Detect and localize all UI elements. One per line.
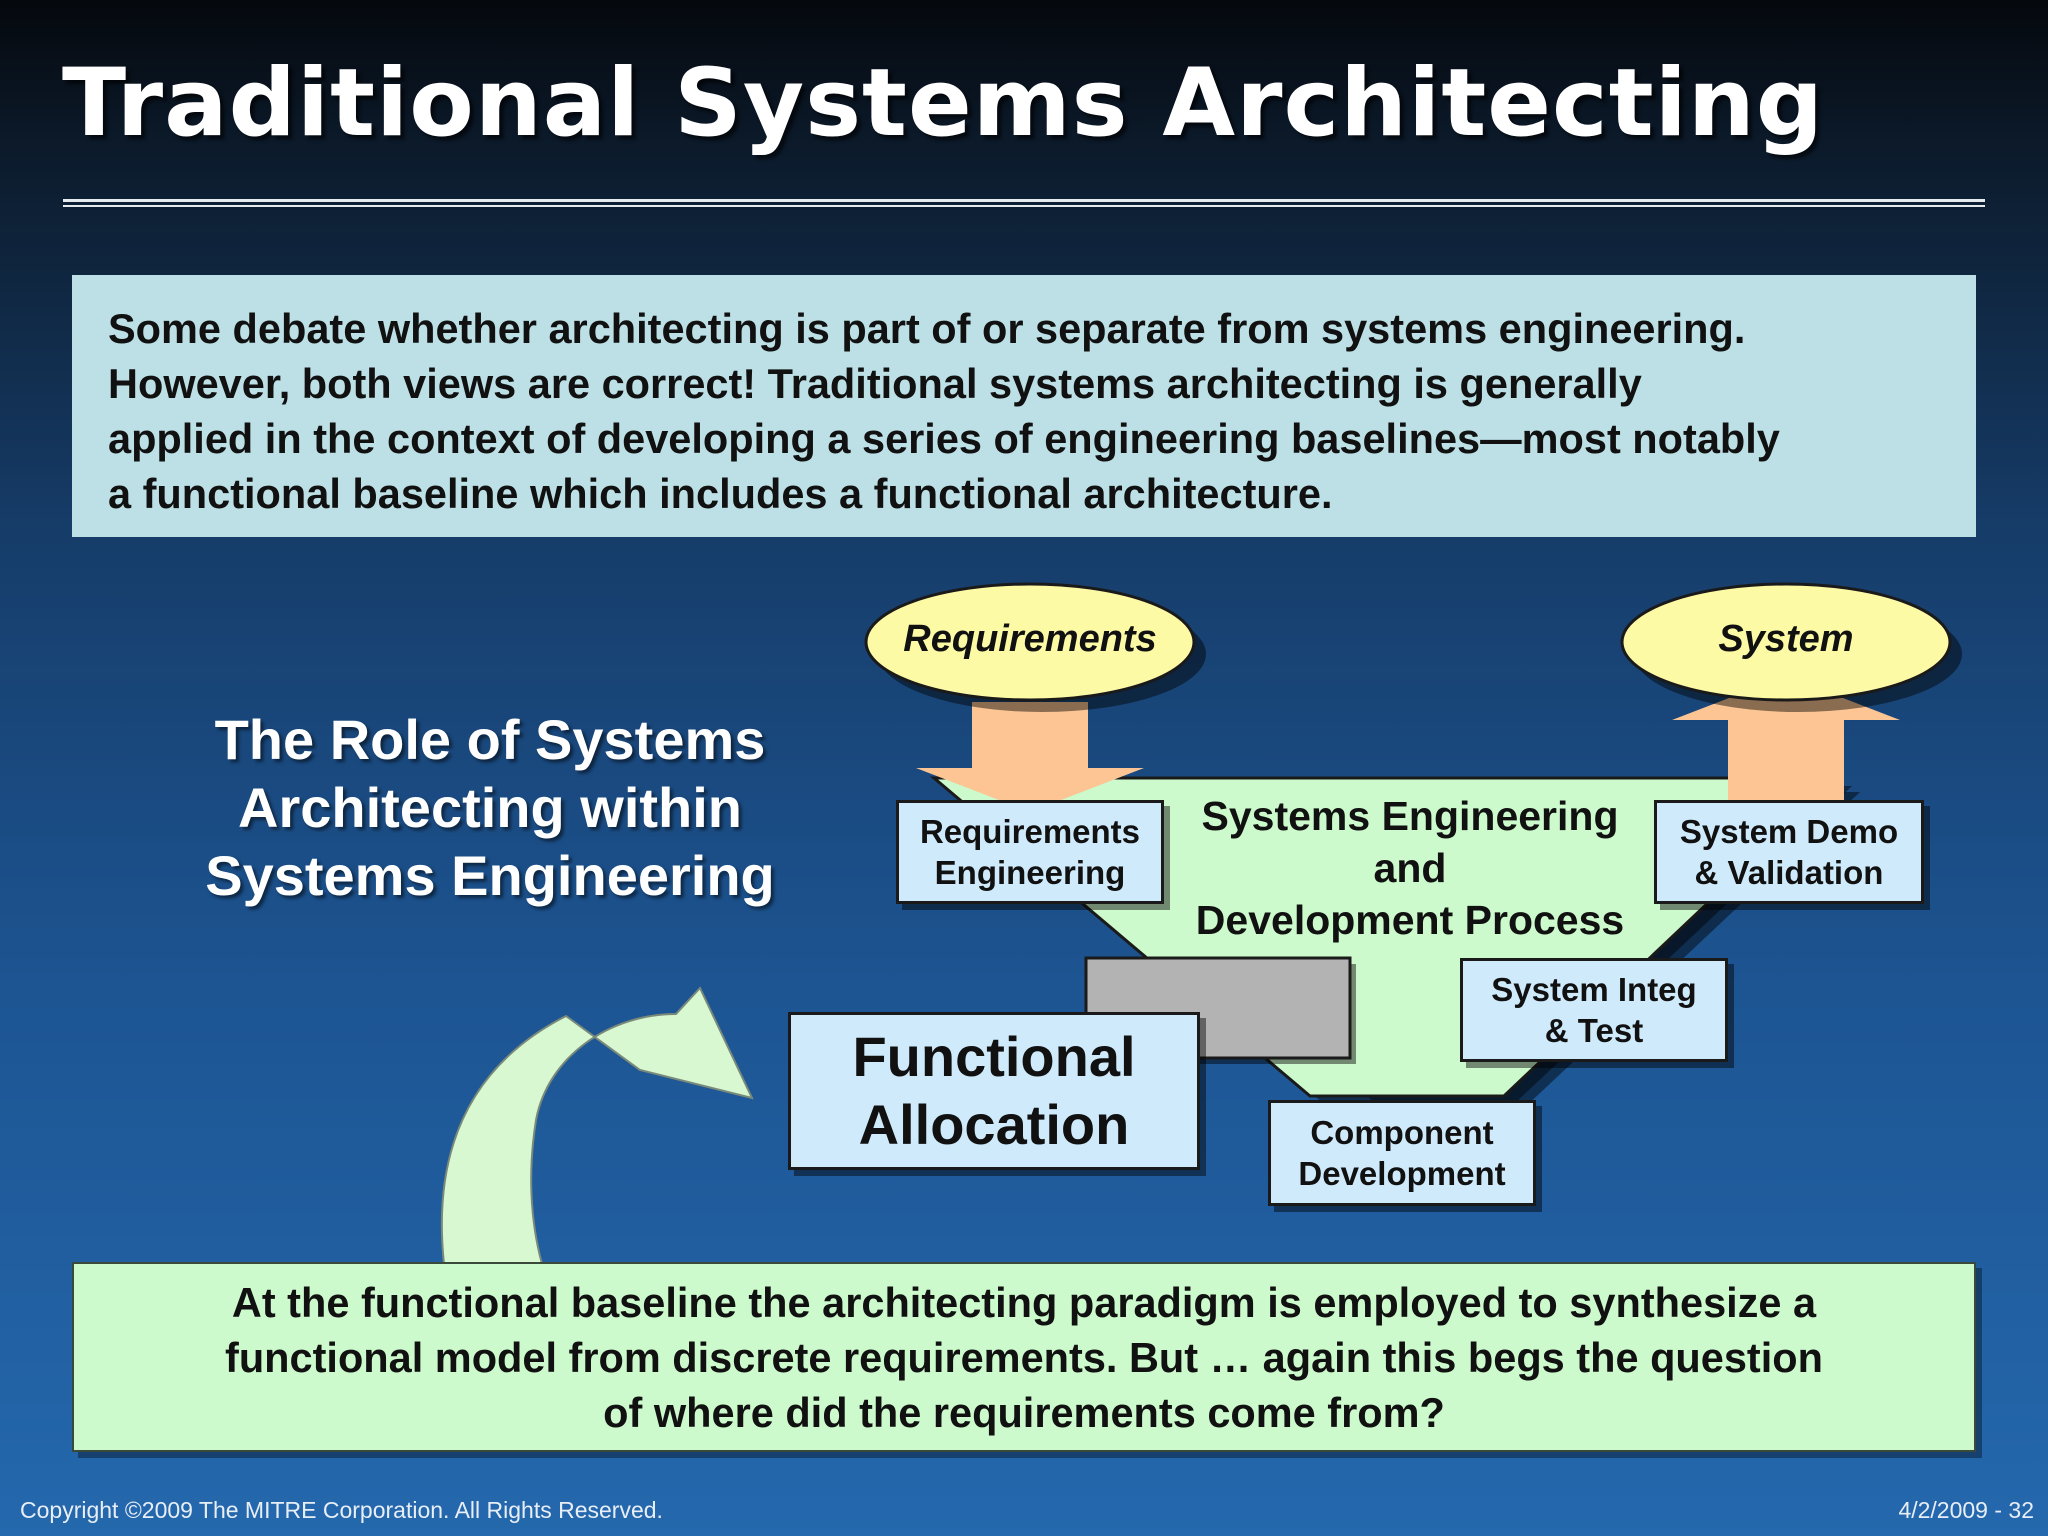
conclusion-text: At the functional baseline the architect… (225, 1278, 1823, 1436)
system-ellipse (1620, 582, 1952, 702)
slide-title: Traditional Systems Architecting (62, 49, 1825, 158)
copyright-text: Copyright ©2009 The MITRE Corporation. A… (20, 1497, 663, 1523)
functional-allocation-box: Functional Allocation (788, 1012, 1200, 1170)
title-divider (63, 199, 1985, 207)
system-integ-test-box: System Integ & Test (1460, 958, 1728, 1062)
page-number: 4/2/2009 - 32 (1898, 1497, 2034, 1523)
requirements-ellipse (864, 582, 1196, 702)
role-title: The Role of Systems Architecting within … (205, 708, 775, 907)
requirements-engineering-box: Requirements Engineering (896, 800, 1164, 904)
process-label: Systems Engineering and Development Proc… (1195, 793, 1625, 943)
intro-text: Some debate whether architecting is part… (108, 305, 1780, 517)
curved-arrow (440, 986, 754, 1265)
requirements-ellipse-label: Requirements (903, 618, 1157, 660)
component-development-box: Component Development (1268, 1100, 1536, 1206)
intro-box: Some debate whether architecting is part… (72, 275, 1976, 537)
system-ellipse-label: System (1718, 618, 1854, 660)
system-demo-validation-box: System Demo & Validation (1654, 800, 1924, 904)
requirements-arrow-icon (916, 702, 1144, 812)
conclusion-box: At the functional baseline the architect… (72, 1262, 1976, 1452)
system-arrow-icon (1672, 676, 1900, 802)
